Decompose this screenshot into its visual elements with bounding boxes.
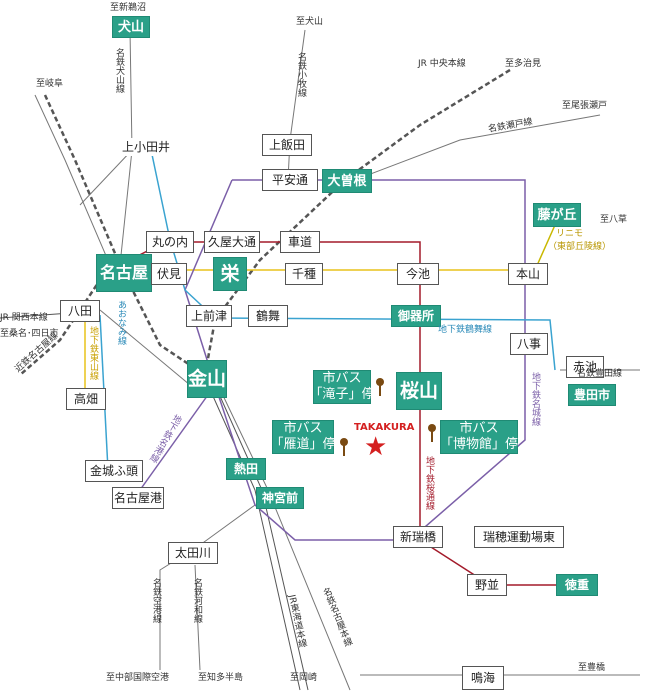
star-icon: ★	[364, 432, 388, 462]
bus-stop-gando-line2: 「雁道」停	[270, 437, 336, 452]
dest-gifu: 至岐阜	[36, 79, 64, 89]
station-fushimi[interactable]: 伏見	[151, 263, 187, 285]
station-sakurayama[interactable]: 桜山	[396, 372, 442, 410]
line-label-meitetsu-toyota: 名鉄豊田線	[577, 369, 623, 379]
station-mizuhoundojohigashi[interactable]: 瑞穂運動場東	[474, 526, 564, 548]
bus-stop-takiko[interactable]: 市バス 「滝子」停	[310, 370, 375, 404]
dest-inuyama-komaki: 至犬山	[296, 17, 324, 27]
line-label-sakuradori: 地下鉄桜通線	[424, 456, 434, 510]
bus-stop-hakubutsukan-line1: 市バス	[459, 420, 499, 436]
dest-yagusa: 至八草	[600, 215, 628, 225]
station-heiandori[interactable]: 平安通	[262, 169, 318, 191]
station-imaike[interactable]: 今池	[397, 263, 439, 285]
line-label-meijo: 地下鉄名城線	[530, 372, 540, 426]
bus-stop-gando[interactable]: 市バス 「雁道」停	[270, 420, 336, 454]
line-label-meitetsu-airport: 名鉄空港線	[151, 578, 161, 623]
station-kamimaezu[interactable]: 上前津	[186, 305, 232, 327]
line-label-higashiyama: 地下鉄東山線	[88, 326, 98, 380]
station-tsurumai[interactable]: 鶴舞	[248, 305, 288, 327]
dest-chubu-airport: 至中部国際空港	[106, 673, 170, 683]
station-fujigaoka[interactable]: 藤が丘	[533, 203, 581, 227]
station-motoyama[interactable]: 本山	[508, 263, 548, 285]
bus-stop-takiko-line1: 市バス	[322, 370, 362, 386]
takakura-label: TAKAKURA	[354, 422, 415, 433]
station-nagoyako[interactable]: 名古屋港	[112, 487, 164, 509]
line-label-meitetsu-komaki: 名鉄小牧線	[296, 52, 306, 97]
station-ozone[interactable]: 大曽根	[322, 169, 372, 193]
station-akaike[interactable]: 赤池	[566, 356, 604, 378]
line-label-jr-chuo: JR 中央本線	[418, 59, 466, 69]
station-tokushige[interactable]: 徳重	[556, 574, 598, 596]
station-otagawa[interactable]: 太田川	[168, 542, 218, 564]
line-label-aonami: あおなみ線	[116, 300, 126, 345]
station-gokiso[interactable]: 御器所	[391, 305, 441, 327]
station-chikusa[interactable]: 千種	[285, 263, 323, 285]
bus-stop-pin-icon	[376, 378, 384, 396]
station-hisayaodori[interactable]: 久屋大通	[204, 231, 260, 253]
station-nonami[interactable]: 野並	[467, 574, 507, 596]
station-jingumae[interactable]: 神宮前	[256, 487, 304, 509]
station-kinjofuto[interactable]: 金城ふ頭	[85, 460, 143, 482]
dest-tajimi: 至多治見	[505, 59, 542, 69]
bus-stop-hakubutsukan-line2: 「博物館」停	[440, 437, 519, 452]
dest-owariseto: 至尾張瀬戸	[562, 101, 608, 111]
bus-stop-pin-icon	[340, 438, 348, 456]
station-kamiotai[interactable]: 上小田井	[118, 138, 174, 156]
bus-stop-takiko-line2: 「滝子」停	[309, 387, 375, 402]
dest-okazaki: 至岡崎	[290, 673, 318, 683]
station-marunouchi[interactable]: 丸の内	[146, 231, 194, 253]
line-label-tsurumai: 地下鉄鶴舞線	[438, 325, 493, 335]
bus-stop-hakubutsukan[interactable]: 市バス 「博物館」停	[440, 420, 518, 454]
station-toyotashi[interactable]: 豊田市	[568, 384, 616, 406]
station-kanayama[interactable]: 金山	[187, 360, 227, 398]
station-narumi[interactable]: 鳴海	[462, 666, 504, 690]
line-label-linimo: リニモ	[556, 229, 584, 239]
dest-kuwana-yokkaichi: 至桑名･四日市	[0, 329, 59, 339]
line-label-meitetsu-kowa: 名鉄河和線	[192, 578, 202, 623]
station-kamiiida[interactable]: 上飯田	[262, 134, 312, 156]
line-label-meitetsu-inuyama: 名鉄犬山線	[114, 48, 124, 93]
bus-stop-gando-line1: 市バス	[283, 420, 323, 436]
bus-stop-pin-icon	[428, 424, 436, 442]
line-label-tobu-kyuryo: （東部丘陵線）	[548, 242, 612, 252]
station-shado[interactable]: 車道	[280, 231, 320, 253]
station-inuyama[interactable]: 犬山	[112, 16, 150, 38]
station-nagoya[interactable]: 名古屋	[96, 254, 152, 292]
dest-toyohashi: 至豊橋	[578, 663, 606, 673]
dest-chita: 至知多半島	[198, 673, 244, 683]
dest-shinunuma: 至新鵜沼	[110, 3, 147, 13]
station-takabata[interactable]: 高畑	[66, 388, 106, 410]
station-arahata[interactable]: 新瑞橋	[393, 526, 443, 548]
line-label-jr-kansai: JR 関西本線	[0, 313, 48, 323]
station-hatta[interactable]: 八田	[60, 300, 100, 322]
station-yagoto[interactable]: 八事	[510, 333, 548, 355]
station-atsuta[interactable]: 熱田	[226, 458, 266, 480]
station-sakae[interactable]: 栄	[213, 257, 247, 291]
